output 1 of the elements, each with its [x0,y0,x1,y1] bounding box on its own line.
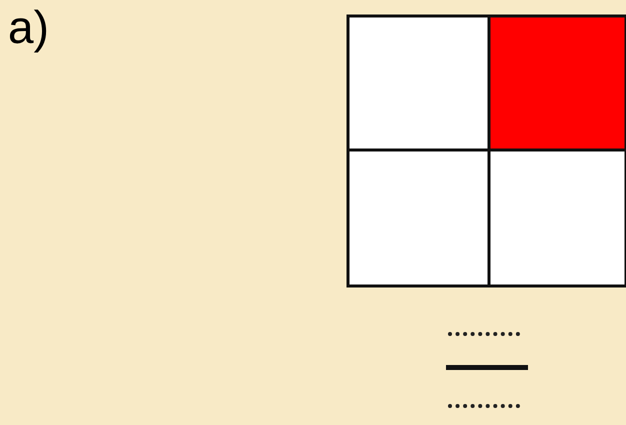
part-label: a) [8,4,49,50]
